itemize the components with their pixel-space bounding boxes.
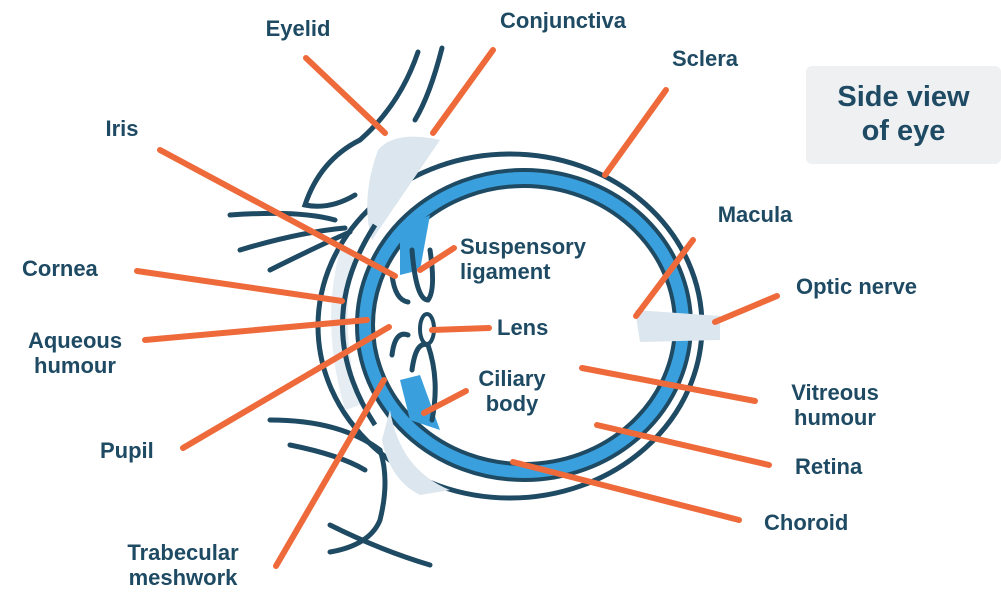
leader-conjunctiva bbox=[433, 50, 493, 133]
label-lens: Lens bbox=[497, 315, 548, 340]
label-sclera: Sclera bbox=[660, 46, 750, 71]
label-optic-nerve: Optic nerve bbox=[796, 274, 917, 299]
label-conjunctiva: Conjunctiva bbox=[488, 8, 638, 33]
title-box: Side view of eye bbox=[806, 66, 1001, 164]
optic-nerve-shape bbox=[635, 310, 720, 342]
diagram-title: Side view of eye bbox=[806, 80, 1001, 148]
leader-optic-nerve bbox=[715, 296, 777, 322]
leader-sclera bbox=[605, 90, 666, 175]
leader-lens bbox=[432, 328, 489, 330]
leader-eyelid bbox=[306, 58, 385, 133]
label-ciliary-body: Ciliary body bbox=[464, 366, 560, 416]
upper-eyelid-2 bbox=[415, 48, 442, 120]
label-choroid: Choroid bbox=[764, 510, 848, 535]
leader-suspensory bbox=[420, 248, 454, 270]
leader-ciliary bbox=[424, 391, 466, 413]
label-pupil: Pupil bbox=[100, 438, 154, 463]
iris-upper bbox=[392, 250, 433, 302]
label-aqueous-humour: Aqueous humour bbox=[10, 328, 140, 378]
leader-iris bbox=[160, 150, 395, 276]
label-cornea: Cornea bbox=[22, 256, 98, 281]
label-iris: Iris bbox=[92, 116, 152, 141]
leader-choroid bbox=[513, 462, 739, 520]
label-suspensory-ligament: Suspensory ligament bbox=[460, 234, 586, 284]
label-eyelid: Eyelid bbox=[248, 16, 348, 41]
label-vitreous-humour: Vitreous humour bbox=[770, 380, 900, 430]
label-trabecular-meshwork: Trabecular meshwork bbox=[108, 540, 258, 590]
label-macula: Macula bbox=[700, 202, 810, 227]
label-retina: Retina bbox=[795, 454, 862, 479]
lower-eyelid bbox=[270, 420, 385, 552]
leader-cornea bbox=[137, 271, 342, 301]
